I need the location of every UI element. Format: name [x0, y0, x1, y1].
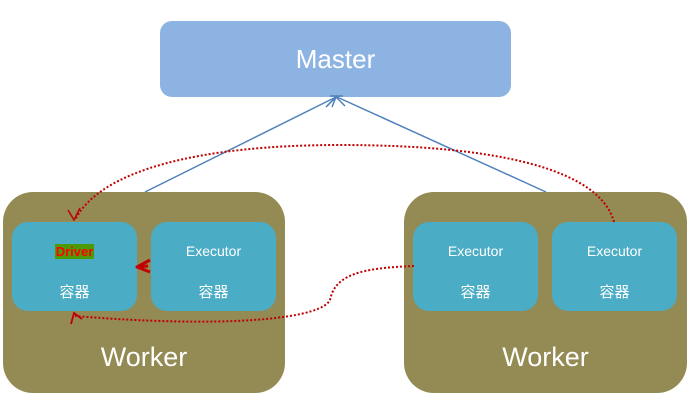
- master-node: Master: [160, 21, 511, 97]
- executor-to-driver-dotted-arc-top: [74, 143, 615, 223]
- worker-label: Worker: [502, 342, 589, 372]
- executor-container: Executor 容器: [413, 222, 538, 311]
- left-worker-to-master-arrow: [144, 96, 337, 193]
- driver-bottom-arrowhead-icon: [70, 311, 83, 325]
- driver-top-arrowhead-icon: [67, 207, 81, 222]
- container-label: 容器: [59, 283, 90, 301]
- executor-container: Executor 容器: [151, 222, 276, 311]
- worker-label: Worker: [100, 342, 188, 372]
- driver-container: Driver 容器: [12, 222, 137, 311]
- container-label: 容器: [198, 283, 229, 301]
- executor-to-driver-arrowhead-icon: [135, 258, 151, 274]
- executor-label: Executor: [447, 243, 504, 259]
- executor-label: Executor: [586, 243, 643, 259]
- executor-container: Executor 容器: [552, 222, 677, 311]
- master-arrowhead-left-icon: [326, 96, 337, 108]
- worker-node-right: Executor 容器 Executor 容器 Worker: [404, 192, 687, 393]
- executor-to-driver-dotted-curve-bottom: [74, 265, 415, 323]
- worker-node-left: Driver 容器 Executor 容器 Worker: [3, 192, 285, 393]
- driver-label: Driver: [54, 244, 95, 259]
- executor-label: Executor: [185, 243, 242, 259]
- right-worker-to-master-arrow: [336, 96, 547, 193]
- container-label: 容器: [599, 283, 630, 301]
- container-label: 容器: [460, 283, 491, 301]
- master-label: Master: [295, 43, 376, 74]
